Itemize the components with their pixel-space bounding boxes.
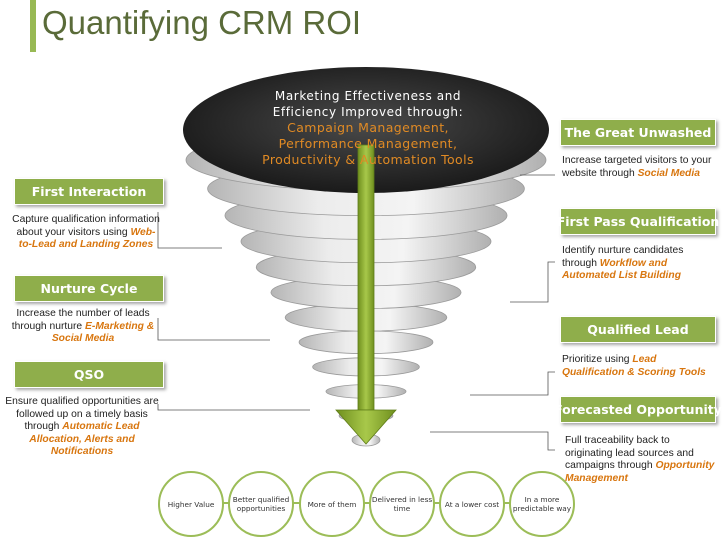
desc-text: Prioritize using (562, 354, 633, 365)
desc-highlight: Lead Qualification & Scoring Tools (562, 354, 706, 378)
desc-highlight: Social Media (637, 167, 700, 179)
stage-first-interaction-desc: Capture qualification information about … (10, 214, 162, 252)
page-title: Quantifying CRM ROI (42, 4, 362, 41)
title-accent-bar (30, 0, 36, 52)
stage-nurture-cycle: Nurture Cycle (14, 275, 164, 302)
desc-text: Full traceability back to originating le… (565, 435, 694, 471)
stage-first-pass-qualification-desc: Identify nurture candidates through Work… (562, 245, 712, 283)
benefit-circle: More of them (299, 471, 365, 537)
down-arrow-icon (335, 144, 397, 445)
stage-qso-desc: Ensure qualified opportunities are follo… (2, 396, 162, 459)
desc-highlight: Web-to-Lead and Landing Zones (18, 226, 156, 251)
benefit-circle: Better qualified opportunities (228, 471, 294, 537)
stage-first-pass-qualification: First Pass Qualification (557, 208, 719, 235)
stage-great-unwashed: The Great Unwashed (560, 119, 716, 146)
desc-text: Ensure qualified opportunities are follo… (5, 396, 159, 432)
stage-nurture-cycle-desc: Increase the number of leads through nur… (4, 308, 162, 346)
stage-qso: QSO (14, 361, 164, 388)
benefit-circle: Higher Value (158, 471, 224, 537)
benefit-circle: Delivered in less time (369, 471, 435, 537)
stage-first-interaction: First Interaction (14, 178, 164, 205)
desc-highlight: Automatic Lead Allocation, Alerts and No… (29, 421, 140, 457)
desc-text: Increase the number of leads through nur… (11, 308, 150, 332)
stage-great-unwashed-desc: Increase targeted visitors to your websi… (562, 155, 712, 180)
desc-text: Capture qualification information about … (12, 214, 160, 238)
stage-qualified-lead-desc: Prioritize using Lead Qualification & Sc… (562, 354, 712, 379)
desc-highlight: Opportunity Management (565, 460, 715, 484)
funnel-top-ellipse (183, 67, 549, 193)
desc-highlight: E-Marketing & Social Media (51, 320, 155, 345)
desc-text: Identify nurture candidates through (562, 245, 684, 269)
benefit-circle: In a more predictable way (509, 471, 575, 537)
stage-qualified-lead: Qualified Lead (560, 316, 716, 343)
benefit-circle: At a lower cost (439, 471, 505, 537)
stage-forecasted-opportunity-desc: Full traceability back to originating le… (565, 435, 715, 485)
funnel-heading: Marketing Effectiveness and Efficiency I… (272, 89, 464, 119)
funnel-center-text: Marketing Effectiveness and Efficiency I… (258, 88, 478, 168)
desc-text: Increase targeted visitors to your websi… (562, 155, 712, 179)
stage-forecasted-opportunity: Forecasted Opportunity (554, 396, 722, 423)
connector-lines (157, 174, 555, 451)
funnel-highlight: Campaign Management, Performance Managem… (262, 120, 474, 167)
desc-highlight: Workflow and Automated List Building (562, 257, 681, 282)
